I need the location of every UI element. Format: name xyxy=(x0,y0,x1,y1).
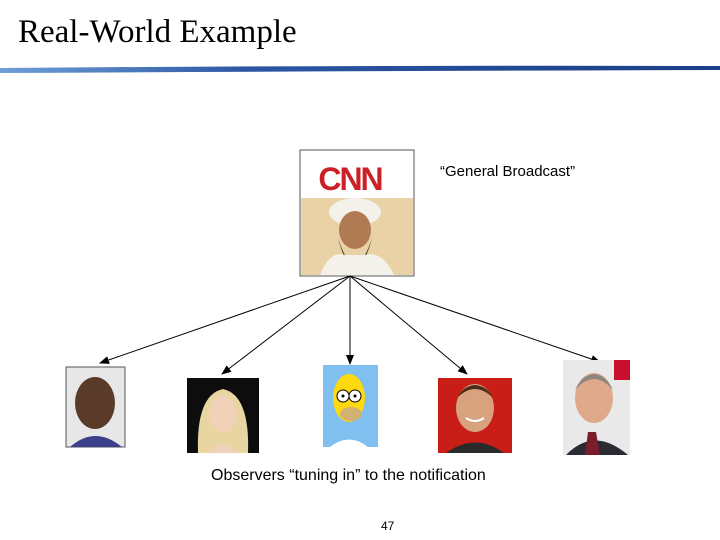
observer-portrait xyxy=(187,378,259,453)
observer-portrait xyxy=(563,360,630,455)
observer-portrait xyxy=(438,378,512,453)
newsreader-portrait xyxy=(320,198,394,275)
notification-arrows xyxy=(99,275,601,375)
page-number: 47 xyxy=(381,519,395,533)
subject-node: CNN xyxy=(299,149,415,277)
cnn-logo: CNN xyxy=(318,161,383,197)
slide-title: Real-World Example xyxy=(18,14,297,50)
observer-portrait xyxy=(65,366,126,448)
svg-text:CNN: CNN xyxy=(318,161,381,197)
diagram-caption: Observers “tuning in” to the notificatio… xyxy=(211,467,486,484)
broadcast-label: “General Broadcast” xyxy=(440,163,576,180)
title-underline xyxy=(0,65,720,73)
observer-portrait xyxy=(323,365,378,447)
